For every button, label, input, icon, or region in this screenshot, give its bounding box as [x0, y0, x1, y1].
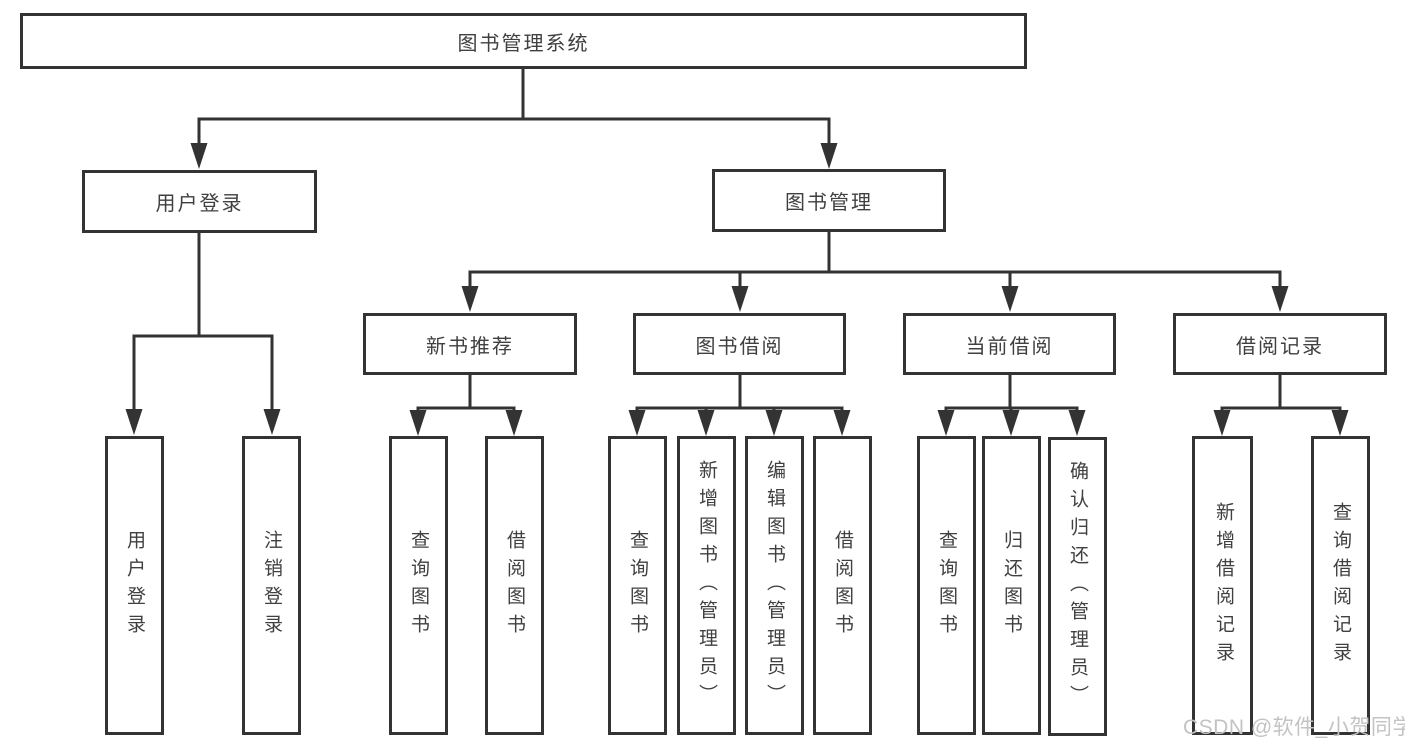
leaf-add-borrow-record: 新增借阅记录 [1192, 436, 1253, 735]
node-current-borrow-label: 当前借阅 [965, 335, 1054, 358]
leaf-user-login: 用户登录 [105, 436, 164, 735]
node-borrow-records: 借阅记录 [1173, 313, 1387, 375]
leaf-edit-book-admin: 编辑图书（管理员） [745, 436, 804, 735]
node-current-borrow: 当前借阅 [903, 313, 1116, 375]
leaf-borrow-books-2: 借阅图书 [813, 436, 872, 735]
leaf-borrow-books-1: 借阅图书 [485, 436, 544, 735]
leaf-confirm-return-admin: 确认归还（管理员） [1048, 437, 1107, 736]
node-book-borrow-label: 图书借阅 [695, 335, 784, 358]
leaf-query-books-3: 查询图书 [917, 436, 976, 735]
leaf-query-books-1: 查询图书 [389, 436, 448, 735]
node-user-login-label: 用户登录 [155, 193, 244, 215]
node-root-label: 图书管理系统 [457, 32, 590, 55]
node-user-login: 用户登录 [82, 170, 317, 233]
leaf-query-borrow-record: 查询借阅记录 [1311, 436, 1370, 735]
node-book-management: 图书管理 [712, 169, 946, 232]
node-root: 图书管理系统 [20, 13, 1027, 69]
leaf-query-books-2: 查询图书 [608, 436, 667, 735]
node-new-book-recommend-label: 新书推荐 [426, 335, 514, 358]
node-borrow-records-label: 借阅记录 [1236, 335, 1324, 358]
leaf-logout: 注销登录 [242, 436, 301, 735]
node-book-management-label: 图书管理 [785, 192, 873, 214]
csdn-watermark: CSDN @软件_小贺同学 [1183, 716, 1405, 739]
leaf-return-book: 归还图书 [982, 436, 1041, 735]
node-book-borrow: 图书借阅 [633, 313, 846, 375]
leaf-add-book-admin: 新增图书（管理员） [677, 436, 736, 735]
node-new-book-recommend: 新书推荐 [363, 313, 577, 375]
